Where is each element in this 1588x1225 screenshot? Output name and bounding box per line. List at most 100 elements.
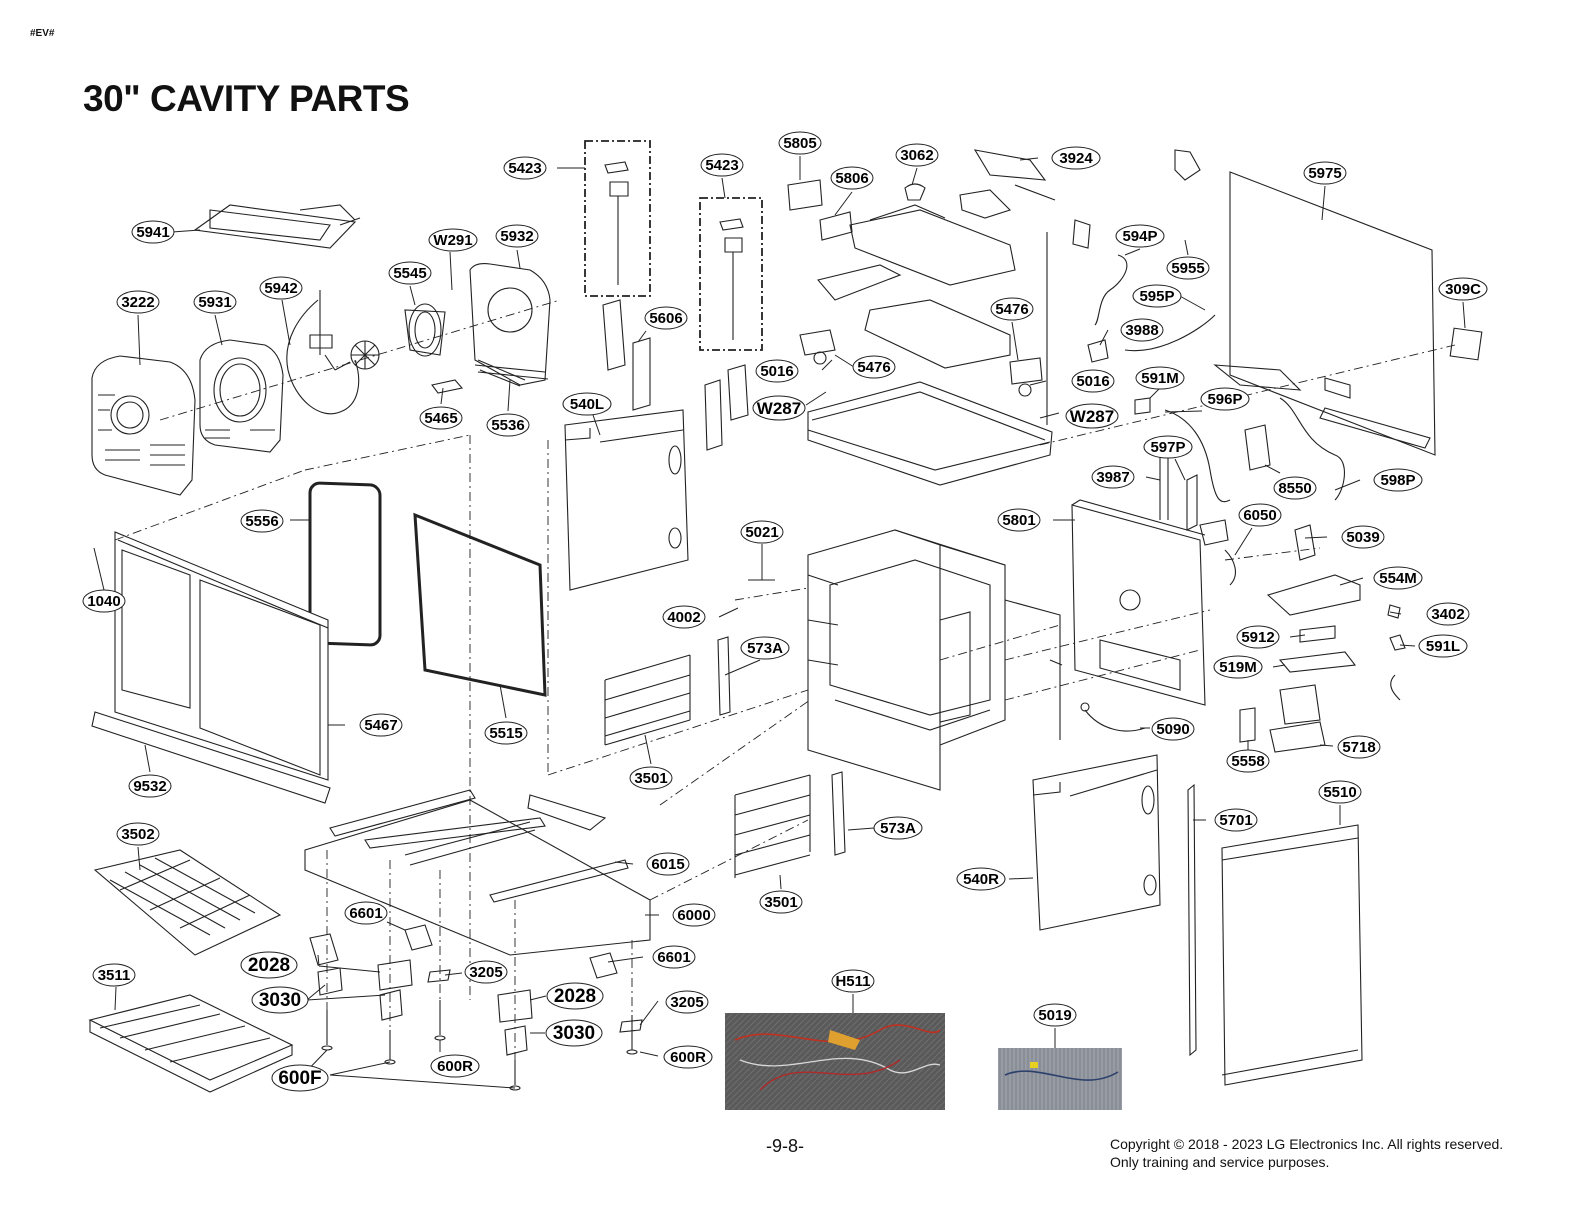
svg-text:4002: 4002: [667, 609, 700, 626]
callout-5932: 5932: [495, 224, 539, 248]
copyright-notice: Copyright © 2018 - 2023 LG Electronics I…: [1110, 1135, 1503, 1171]
svg-text:5942: 5942: [264, 280, 297, 297]
leg-assembly-drawing: [309, 924, 643, 1091]
svg-text:591L: 591L: [1426, 638, 1460, 655]
svg-text:3205: 3205: [469, 964, 502, 981]
svg-text:5465: 5465: [424, 410, 457, 427]
svg-text:3222: 3222: [121, 294, 154, 311]
callout-2028-right: 2028: [546, 982, 604, 1010]
svg-text:2028: 2028: [554, 986, 596, 1007]
svg-text:309C: 309C: [1445, 281, 1481, 298]
electrical-components-drawing: [1080, 574, 1406, 753]
front-frame-drawing: [114, 531, 329, 781]
rear-panel-drawing: [1071, 499, 1206, 706]
callout-w287-right: W287: [1065, 403, 1119, 429]
callout-5718: 5718: [1337, 735, 1381, 759]
callout-3402: 3402: [1426, 602, 1470, 626]
callout-5912: 5912: [1236, 625, 1280, 649]
sensor-box-right: [699, 197, 763, 351]
callout-5801: 5801: [997, 508, 1041, 532]
svg-text:5019: 5019: [1038, 1007, 1071, 1024]
svg-text:591M: 591M: [1141, 370, 1179, 387]
svg-text:W291: W291: [433, 232, 472, 249]
oven-rack-3502-drawing: [93, 849, 282, 956]
callout-3501-lower: 3501: [759, 890, 803, 914]
svg-text:573A: 573A: [880, 820, 916, 837]
svg-text:3030: 3030: [553, 1023, 595, 1044]
callout-3030-right: 3030: [545, 1019, 603, 1047]
callout-4002: 4002: [662, 605, 706, 629]
callout-596p: 596P: [1200, 387, 1250, 411]
callout-6000: 6000: [672, 903, 716, 927]
callout-8550: 8550: [1273, 476, 1317, 500]
svg-text:596P: 596P: [1207, 391, 1242, 408]
svg-text:600F: 600F: [278, 1068, 321, 1089]
callout-3030-left: 3030: [251, 986, 309, 1014]
sensor-probe-right: [719, 218, 744, 340]
svg-text:5912: 5912: [1241, 629, 1274, 646]
svg-text:6050: 6050: [1243, 507, 1276, 524]
callout-5701: 5701: [1214, 808, 1258, 832]
door-panel-5510-drawing: [1221, 824, 1363, 1086]
svg-text:5975: 5975: [1308, 165, 1341, 182]
callout-3205-left: 3205: [464, 960, 508, 984]
oven-rack-3501-lower-drawing: [734, 774, 811, 878]
svg-text:5931: 5931: [198, 294, 231, 311]
svg-text:600R: 600R: [437, 1058, 473, 1075]
callout-5556: 5556: [240, 509, 284, 533]
callout-595p: 595P: [1132, 284, 1182, 308]
callout-5806: 5806: [830, 166, 874, 190]
callout-5021: 5021: [740, 520, 784, 544]
callout-5805: 5805: [778, 131, 822, 155]
callout-600f: 600F: [271, 1064, 329, 1092]
page-title: 30" CAVITY PARTS: [83, 78, 410, 119]
insulation-strip-drawing: [602, 299, 651, 411]
callout-5476-lower: 5476: [852, 355, 896, 379]
callout-5476-upper: 5476: [990, 297, 1034, 321]
svg-text:8550: 8550: [1278, 480, 1311, 497]
svg-text:600R: 600R: [670, 1049, 706, 1066]
callout-598p: 598P: [1373, 468, 1423, 492]
callout-554m: 554M: [1373, 566, 1423, 590]
page-number: -9-8-: [766, 1136, 805, 1156]
document-code: #EV#: [30, 28, 55, 39]
svg-text:597P: 597P: [1150, 439, 1185, 456]
svg-text:5423: 5423: [508, 160, 541, 177]
svg-text:5805: 5805: [783, 135, 816, 152]
svg-text:3501: 3501: [634, 770, 667, 787]
svg-text:540R: 540R: [963, 871, 999, 888]
callout-597p: 597P: [1143, 435, 1193, 459]
svg-text:3030: 3030: [259, 990, 301, 1011]
callout-3511: 3511: [92, 963, 136, 987]
svg-text:5556: 5556: [245, 513, 278, 530]
svg-text:H511: H511: [835, 973, 870, 990]
callout-519m: 519M: [1213, 655, 1263, 679]
gasket-5556-drawing: [308, 481, 382, 647]
top-duct-drawing: [787, 149, 1091, 369]
callout-5606: 5606: [644, 306, 688, 330]
rack-guide-573a-lower: [831, 771, 846, 856]
svg-text:3988: 3988: [1125, 322, 1158, 339]
callout-5536: 5536: [486, 413, 530, 437]
callout-w291: W291: [428, 228, 478, 252]
callout-3502: 3502: [116, 822, 160, 846]
svg-text:5476: 5476: [857, 359, 890, 376]
svg-text:554M: 554M: [1379, 570, 1417, 587]
wire-5019-photo: [998, 1048, 1122, 1110]
callout-591l: 591L: [1418, 634, 1468, 658]
svg-text:3924: 3924: [1059, 150, 1093, 167]
svg-text:519M: 519M: [1219, 659, 1257, 676]
callout-5465: 5465: [419, 406, 463, 430]
svg-text:6000: 6000: [677, 907, 710, 924]
svg-text:573A: 573A: [747, 640, 783, 657]
svg-text:5932: 5932: [500, 228, 533, 245]
svg-text:2028: 2028: [248, 955, 290, 976]
svg-text:5467: 5467: [364, 717, 397, 734]
callout-5467: 5467: [359, 713, 403, 737]
svg-text:5606: 5606: [649, 310, 682, 327]
svg-text:598P: 598P: [1380, 472, 1415, 489]
callout-3062: 3062: [895, 143, 939, 167]
fan-blade-drawing: [334, 303, 446, 371]
callout-309c: 309C: [1438, 277, 1488, 301]
callout-540r: 540R: [956, 867, 1006, 891]
